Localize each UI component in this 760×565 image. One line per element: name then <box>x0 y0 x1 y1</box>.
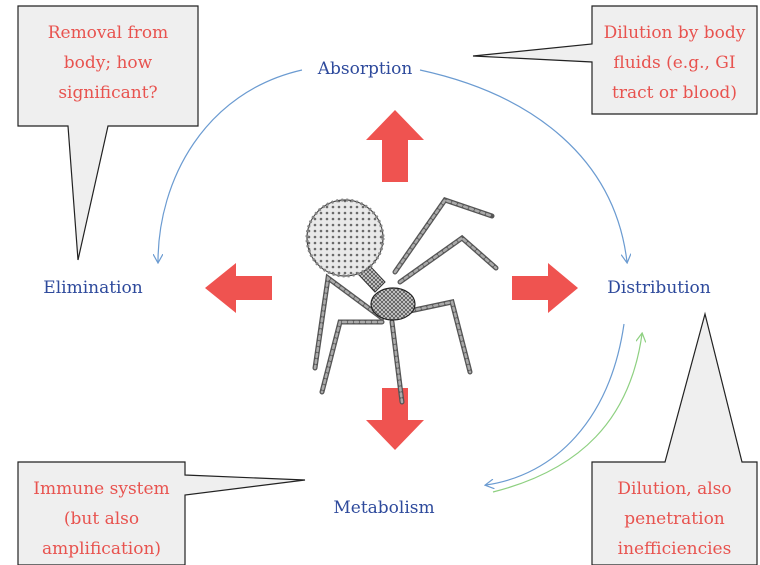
callout-absorption-text: Dilution by body fluids (e.g., GI tract … <box>592 18 757 108</box>
stage-elimination: Elimination <box>36 278 150 298</box>
callout-elimination-text: Removal from body; how significant? <box>18 18 198 108</box>
arrow-down-red <box>366 388 424 450</box>
stage-absorption: Absorption <box>312 59 418 79</box>
stage-metabolism: Metabolism <box>328 498 440 518</box>
arrow-right-red <box>512 263 578 313</box>
arrow-left-red <box>205 263 272 313</box>
callout-metabolism-text: Immune system (but also amplification) <box>18 474 185 564</box>
callout-distribution-text: Dilution, also penetration inefficiencie… <box>592 474 757 564</box>
phage-icon <box>307 200 496 402</box>
big-arrows <box>205 110 578 450</box>
stage-distribution: Distribution <box>600 278 718 298</box>
arrow-distribution-to-metabolism <box>486 324 624 485</box>
arrow-up-red <box>366 110 424 182</box>
